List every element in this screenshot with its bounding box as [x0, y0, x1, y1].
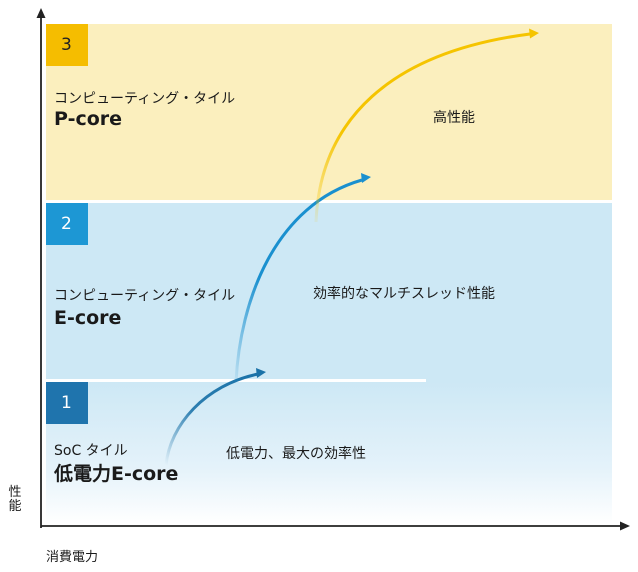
e-core-note: 効率的なマルチスレッド性能: [313, 286, 495, 302]
y-axis-arrowhead: [36, 8, 46, 18]
x-axis-arrowhead: [620, 521, 630, 531]
soc-tile-subtitle: SoC タイル: [54, 443, 128, 459]
low-power-note: 低電力、最大の効率性: [226, 446, 366, 462]
e-core-arrow: [234, 178, 363, 383]
e-core-tile-title: E-core: [54, 307, 122, 329]
y-axis-label: 性能: [8, 485, 22, 514]
low-power-arrow: [164, 372, 259, 466]
p-core-zone: [46, 24, 612, 200]
p-core-arrow: [314, 32, 531, 223]
p-core-arrowhead: [529, 28, 539, 39]
low-power-zone: [46, 382, 612, 524]
p-core-note: 高性能: [433, 110, 475, 126]
zone-separator: [426, 379, 612, 382]
e-core-tile-subtitle: コンピューティング・タイル: [54, 288, 236, 304]
p-core-tile-title: P-core: [54, 108, 123, 130]
tier-2-badge: 2: [46, 203, 88, 245]
e-core-arrowhead: [361, 173, 371, 183]
x-axis-label: 消費電力: [46, 550, 99, 565]
tier-1-badge: 1: [46, 382, 88, 424]
p-core-tile-subtitle: コンピューティング・タイル: [54, 91, 236, 107]
low-power-e-core-title: 低電力E-core: [54, 463, 179, 485]
tier-3-badge: 3: [46, 24, 88, 66]
low-power-arrowhead: [256, 368, 266, 378]
e-core-zone: [46, 203, 612, 379]
